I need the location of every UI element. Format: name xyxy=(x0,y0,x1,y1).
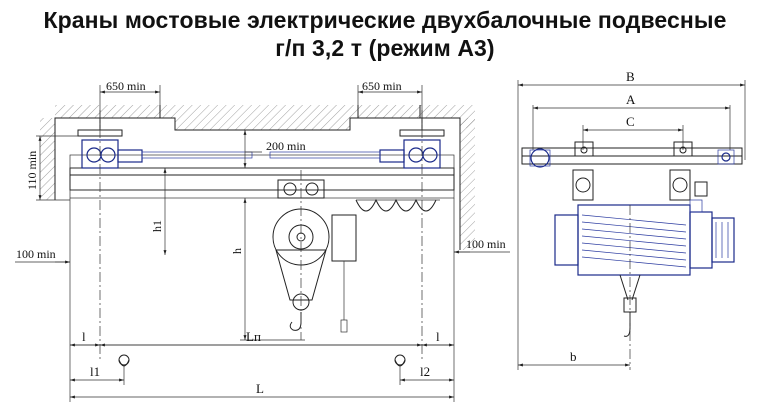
dim-A: A xyxy=(626,92,636,107)
dim-l-right: l xyxy=(436,329,440,344)
dim-200: 200 min xyxy=(266,139,306,153)
title-line-2: г/п 3,2 т (режим А3) xyxy=(275,35,495,61)
dim-b: b xyxy=(570,349,577,364)
dim-C: C xyxy=(626,114,635,129)
side-view: B A C b xyxy=(517,69,746,370)
dim-L: L xyxy=(256,381,264,396)
end-carriage-left xyxy=(81,139,253,169)
dim-B: B xyxy=(626,69,635,84)
dim-110: 110 min xyxy=(25,151,39,190)
dim-650-left: 650 min xyxy=(106,79,146,93)
dim-100-left: 100 min xyxy=(16,247,56,261)
bridge-girder xyxy=(69,154,455,199)
dim-span: Lп xyxy=(246,329,261,344)
end-carriage-right xyxy=(269,139,441,169)
dim-100-right: 100 min xyxy=(466,237,506,251)
dim-650-right: 650 min xyxy=(362,79,402,93)
side-end-carriage xyxy=(521,141,743,168)
dim-h: h xyxy=(230,248,244,254)
building-structure xyxy=(40,105,475,250)
dim-l1: l1 xyxy=(90,364,100,379)
front-view: 650 min 650 min 200 min 110 min 100 min … xyxy=(15,79,510,402)
festoon-cable xyxy=(355,198,440,212)
pendant-right xyxy=(394,354,406,367)
dim-l-left: l xyxy=(82,329,86,344)
side-hook xyxy=(619,205,641,370)
side-trolley-wheels xyxy=(572,169,708,201)
hoist-trolley xyxy=(272,179,357,333)
dim-h1: h1 xyxy=(150,220,164,232)
title-line-1: Краны мостовые электрические двухбалочны… xyxy=(43,7,727,33)
pendant-left xyxy=(118,354,130,367)
side-hoist xyxy=(554,199,735,276)
dim-l2: l2 xyxy=(420,364,430,379)
